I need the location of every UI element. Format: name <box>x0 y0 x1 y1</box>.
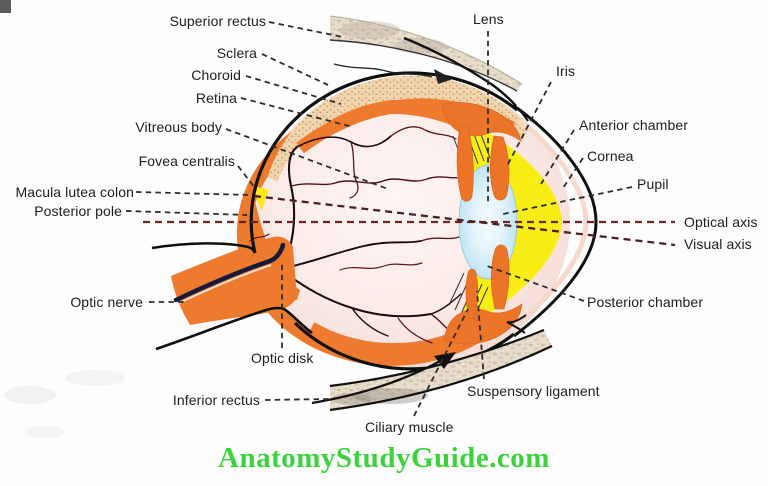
label-optical-axis: Optical axis <box>684 214 758 230</box>
label-visual-axis: Visual axis <box>684 236 752 252</box>
leader-anterior-chamber <box>540 129 575 185</box>
label-fovea-centralis: Fovea centralis <box>138 153 235 169</box>
axis-lines <box>143 194 676 247</box>
leader-macula-lutea <box>135 191 252 196</box>
leader-suspensory-ligament <box>476 290 485 380</box>
leader-iris <box>506 81 552 167</box>
label-macula-lutea: Macula lutea colon <box>15 184 134 200</box>
leader-posterior-chamber <box>486 265 585 302</box>
watermark-text: AnatomyStudyGuide.com <box>218 442 550 474</box>
label-lens: Lens <box>473 11 504 27</box>
label-posterior-pole: Posterior pole <box>34 203 122 219</box>
leader-pupil <box>502 186 633 215</box>
leader-superior-rectus <box>268 21 344 38</box>
leader-sclera <box>261 53 329 86</box>
label-anterior-chamber: Anterior chamber <box>579 117 688 133</box>
label-pupil: Pupil <box>637 176 669 192</box>
label-iris: Iris <box>556 63 576 79</box>
label-sclera: Sclera <box>216 45 257 61</box>
label-optic-disk: Optic disk <box>251 350 314 366</box>
inferior-rectus-muscle <box>311 328 553 412</box>
superior-rectus-muscle <box>329 15 523 107</box>
leader-fovea-centralis <box>237 165 256 189</box>
leader-choroid <box>245 75 342 105</box>
optic-nerve <box>151 236 313 351</box>
leader-inferior-rectus <box>264 398 330 401</box>
label-suspensory-ligament: Suspensory ligament <box>467 383 600 399</box>
leader-posterior-pole <box>125 210 248 216</box>
leader-cornea <box>562 157 584 189</box>
leader-ciliary-muscle <box>413 308 469 417</box>
visual-axis-line <box>253 194 676 247</box>
label-cornea: Cornea <box>587 148 634 164</box>
macula-spot <box>254 186 269 211</box>
label-retina: Retina <box>195 90 237 106</box>
label-vitreous-body: Vitreous body <box>135 119 222 135</box>
label-superior-rectus: Superior rectus <box>169 13 266 29</box>
leader-lines <box>125 21 633 417</box>
label-posterior-chamber: Posterior chamber <box>587 294 704 310</box>
scan-artifacts <box>0 0 125 438</box>
label-optic-nerve: Optic nerve <box>70 294 143 310</box>
label-inferior-rectus: Inferior rectus <box>172 392 260 408</box>
blood-vessels <box>249 126 464 344</box>
label-ciliary-muscle: Ciliary muscle <box>365 419 454 435</box>
label-choroid: Choroid <box>191 67 241 83</box>
iris-shape <box>441 102 523 345</box>
